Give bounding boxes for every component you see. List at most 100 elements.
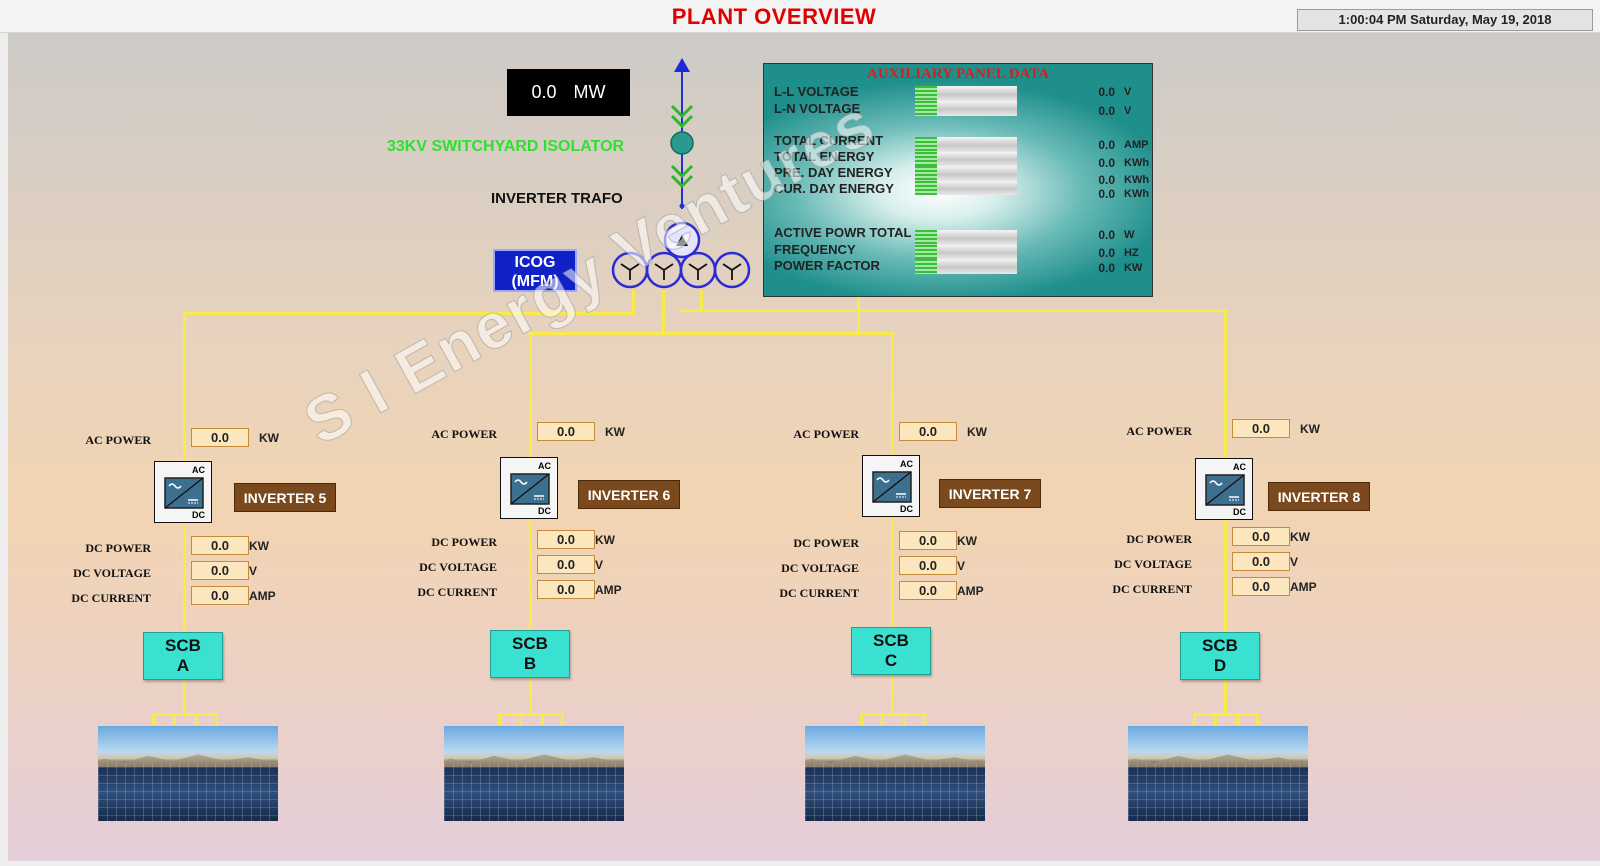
plant-power-value: 0.0 — [531, 82, 557, 102]
panel-connector-drop — [498, 713, 501, 725]
dc-power-label: DC POWER — [85, 541, 151, 555]
inverter-name-button[interactable]: INVERTER 5 — [234, 483, 336, 512]
aux-level-bar — [915, 86, 1017, 101]
dc-power-label: DC POWER — [1126, 532, 1192, 546]
aux-row-value: 0.0 — [1098, 104, 1115, 118]
aux-row-label: TOTAL CURRENT — [774, 133, 884, 148]
inverter-icon[interactable]: AC DC — [1195, 458, 1253, 520]
panel-connector-drop — [195, 713, 198, 725]
bus-inner-horizontal — [530, 332, 894, 335]
dc-power-value: 0.0 — [1232, 527, 1290, 546]
dc-power-value: 0.0 — [191, 536, 249, 555]
aux-row-value: 0.0 — [1098, 246, 1115, 260]
title-bar: PLANT OVERVIEW 1:00:04 PM Saturday, May … — [0, 0, 1600, 33]
panel-connector — [498, 713, 564, 716]
aux-row-unit: V — [1124, 86, 1132, 98]
panel-connector — [152, 713, 218, 716]
ac-power-label: AC POWER — [431, 427, 497, 441]
dc-voltage-label: DC VOLTAGE — [73, 566, 151, 580]
dc-power-unit: KW — [957, 534, 977, 548]
ac-label: AC — [538, 461, 551, 471]
aux-panel-title: AUXILIARY PANEL DATA — [866, 66, 1050, 82]
inverter-name-button[interactable]: INVERTER 7 — [939, 479, 1041, 508]
inverter-name-button[interactable]: INVERTER 6 — [578, 480, 680, 509]
scb-id: D — [1213, 656, 1227, 675]
aux-row-label: PRE. DAY ENERGY — [774, 165, 893, 180]
inverter-symbol — [1205, 474, 1245, 506]
dc-voltage-unit: V — [1290, 555, 1299, 569]
scb-label: SCB — [165, 636, 201, 655]
feeder-b — [529, 332, 532, 716]
panel-connector-drop — [215, 713, 218, 725]
dc-current-label: DC CURRENT — [1112, 582, 1192, 596]
ac-label: AC — [192, 465, 205, 475]
scb-id: B — [523, 654, 537, 673]
ac-power-unit: KW — [1300, 422, 1320, 436]
dc-current-label: DC CURRENT — [779, 586, 859, 600]
feeder-c — [891, 332, 894, 714]
dc-voltage-value: 0.0 — [191, 561, 249, 580]
icog-mfm-button[interactable]: ICOG (MFM) — [493, 249, 577, 292]
scb-label: SCB — [512, 634, 548, 653]
dc-current-label: DC CURRENT — [71, 591, 151, 605]
dc-label: DC — [900, 504, 913, 514]
aux-level-bar — [915, 101, 1017, 116]
dc-current-unit: AMP — [957, 584, 984, 598]
dc-label: DC — [1233, 507, 1246, 517]
panel-connector-drop — [1193, 713, 1196, 725]
dc-current-value: 0.0 — [899, 581, 957, 600]
ac-label: AC — [900, 459, 913, 469]
scb-label: SCB — [873, 631, 909, 650]
aux-row-value: 0.0 — [1098, 187, 1115, 201]
inverter-icon[interactable]: AC DC — [154, 461, 212, 523]
panel-connector-drop — [561, 713, 564, 725]
aux-row-unit: AMP — [1124, 139, 1149, 151]
aux-row-label: ACTIVE POWR TOTAL — [774, 225, 912, 240]
dc-label: DC — [192, 510, 205, 520]
ac-power-unit: KW — [605, 425, 625, 439]
dc-power-unit: KW — [249, 539, 269, 553]
icog-label: ICOG — [514, 254, 556, 271]
solar-array-image — [444, 726, 624, 821]
inverter-symbol — [510, 473, 550, 505]
inverter-icon[interactable]: AC DC — [862, 455, 920, 517]
aux-row-value: 0.0 — [1098, 173, 1115, 187]
plant-power-unit: MW — [573, 82, 606, 102]
panel-connector — [1193, 713, 1259, 716]
aux-level-bar — [915, 180, 1017, 195]
aux-row-unit: W — [1124, 229, 1135, 241]
solar-array-image — [98, 726, 278, 821]
bus-aux-drop — [857, 295, 860, 335]
dc-power-unit: KW — [595, 533, 615, 547]
aux-row-value: 0.0 — [1098, 156, 1115, 170]
aux-level-fill — [915, 151, 938, 166]
ac-power-value: 0.0 — [537, 422, 595, 441]
aux-level-bar — [915, 230, 1017, 245]
dc-power-value: 0.0 — [899, 531, 957, 550]
aux-row-unit: KWh — [1124, 174, 1150, 186]
panel-connector-drop — [519, 713, 522, 725]
dc-label: DC — [538, 506, 551, 516]
ac-power-label: AC POWER — [1126, 424, 1192, 438]
aux-level-fill — [915, 137, 938, 152]
aux-level-bar — [915, 137, 1017, 152]
switchyard-isolator-symbol — [611, 58, 751, 289]
ac-power-label: AC POWER — [793, 427, 859, 441]
dc-voltage-label: DC VOLTAGE — [1114, 557, 1192, 571]
aux-row-label: POWER FACTOR — [774, 258, 880, 273]
aux-row-value: 0.0 — [1098, 85, 1115, 99]
inverter-name-button[interactable]: INVERTER 8 — [1268, 482, 1370, 511]
panel-connector-drop — [173, 713, 176, 725]
aux-level-fill — [915, 86, 938, 101]
inverter-icon[interactable]: AC DC — [500, 457, 558, 519]
dc-voltage-unit: V — [957, 559, 966, 573]
aux-row-label: L-N VOLTAGE — [774, 101, 861, 116]
aux-level-bar — [915, 166, 1017, 181]
ac-label: AC — [1233, 462, 1246, 472]
dc-power-label: DC POWER — [431, 535, 497, 549]
panel-connector-drop — [541, 713, 544, 725]
